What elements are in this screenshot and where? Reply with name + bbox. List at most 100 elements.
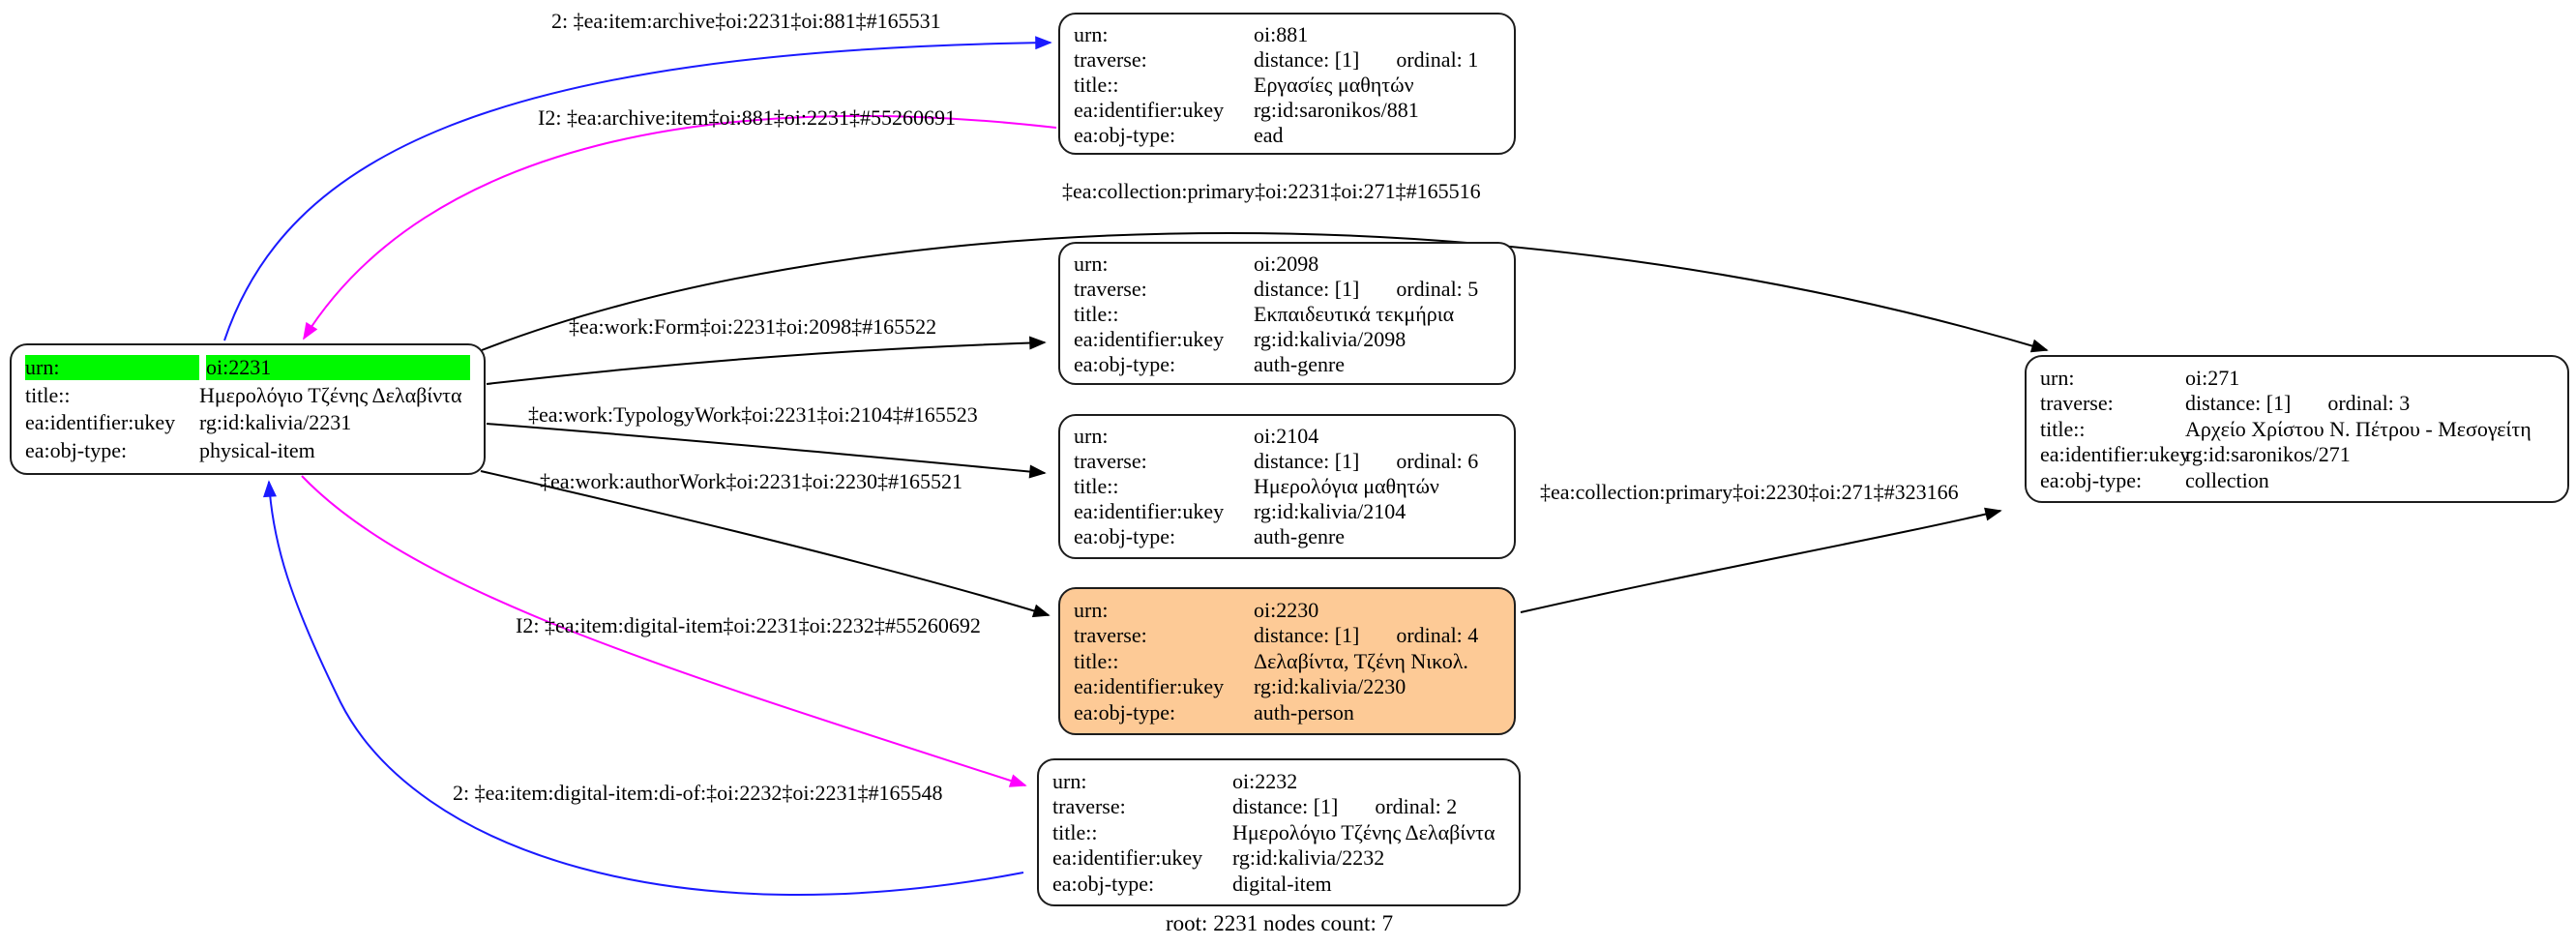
field-label-urn: urn: xyxy=(25,355,199,381)
traverse-distance: distance: [1] xyxy=(1254,449,1360,473)
field-label-title: title:: xyxy=(1074,474,1119,498)
field-label-traverse: traverse: xyxy=(1074,277,1147,301)
field-row-title: title:: Ημερολόγιο Τζένης Δελαβίντα xyxy=(25,383,470,408)
field-value-traverse: distance: [1]ordinal: 1 xyxy=(1254,47,1500,73)
edge-item-archive xyxy=(223,36,1052,341)
field-label-objtype: ea:obj-type: xyxy=(1052,871,1155,896)
field-value-traverse: distance: [1] ordinal: 4 xyxy=(1254,623,1500,648)
field-label-traverse: traverse: xyxy=(2040,391,2114,415)
field-row-traverse: traverse: distance: [1] ordinal: 4 xyxy=(1074,623,1500,648)
field-value-urn: oi:2230 xyxy=(1254,597,1319,622)
field-label-ukey: ea:identifier:ukey xyxy=(2040,442,2191,466)
field-value-title: Ημερολόγιο Τζένης Δελαβίντα xyxy=(199,382,462,407)
field-row-objtype: ea:obj-type: physical-item xyxy=(25,438,470,463)
field-label-objtype: ea:obj-type: xyxy=(2040,467,2143,492)
node-2230-box[interactable]: urn: oi:2230 traverse: distance: [1] ordi… xyxy=(1058,587,1516,735)
field-label-urn: urn: xyxy=(1074,597,1109,622)
field-value-objtype: ead xyxy=(1254,123,1284,147)
field-row-traverse: traverse: distance: [1]ordinal: 5 xyxy=(1074,277,1500,302)
traverse-distance: distance: [1] xyxy=(1232,794,1339,818)
field-value-urn: oi:271 xyxy=(2185,365,2240,390)
field-row-ukey: ea:identifier:ukey rg:id:saronikos/881 xyxy=(1074,98,1500,123)
field-label-objtype: ea:obj-type: xyxy=(1074,699,1176,725)
field-label-traverse: traverse: xyxy=(1052,794,1126,818)
field-label-title: title:: xyxy=(1074,302,1119,326)
edge-collection-primary-2230-271 xyxy=(1520,507,2002,613)
field-row-ukey: ea:identifier:ukey rg:id:saronikos/271 xyxy=(2040,442,2554,467)
field-row-objtype: ea:obj-type: auth-genre xyxy=(1074,352,1500,377)
node-2104-box[interactable]: urn: oi:2104 traverse: distance: [1]ordi… xyxy=(1058,414,1516,559)
field-row-title: title:: Δελαβίντα, Τζένη Νικολ. xyxy=(1074,649,1500,674)
field-row-traverse: traverse: distance: [1]ordinal: 2 xyxy=(1052,794,1505,819)
field-value-objtype: physical-item xyxy=(199,437,315,462)
field-row-title: title:: Ημερολόγιο Τζένης Δελαβίντα xyxy=(1052,820,1505,845)
field-row-ukey: ea:identifier:ukey rg:id:kalivia/2104 xyxy=(1074,499,1500,524)
field-label-urn: urn: xyxy=(2040,365,2075,390)
node-2232-box[interactable]: urn: oi:2232 traverse: distance: [1]ordi… xyxy=(1037,758,1521,906)
field-label-title: title:: xyxy=(25,382,71,407)
field-row-title: title:: Αρχείο Χρίστου Ν. Πέτρου - Μεσογ… xyxy=(2040,417,2554,442)
node-881-box[interactable]: urn: oi:881 traverse: distance: [1]ordin… xyxy=(1058,13,1516,155)
node-2231-box[interactable]: urn: oi:2231 title:: Ημερολόγιο Τζένης Δ… xyxy=(10,343,486,475)
field-value-traverse: distance: [1]ordinal: 6 xyxy=(1254,449,1500,474)
field-row-urn: urn: oi:271 xyxy=(2040,366,2554,391)
node-271-box[interactable]: urn: oi:271 traverse: distance: [1] ordin… xyxy=(2025,355,2569,503)
edge-digital-item-di-of xyxy=(262,480,1024,896)
field-row-traverse: traverse: distance: [1] ordinal: 3 xyxy=(2040,391,2554,416)
field-value-ukey: rg:id:kalivia/2230 xyxy=(1254,674,1406,698)
field-label-urn: urn: xyxy=(1074,424,1109,448)
field-value-urn: oi:2231 xyxy=(206,355,470,381)
field-row-objtype: ea:obj-type: auth-person xyxy=(1074,700,1500,725)
field-value-ukey: rg:id:saronikos/881 xyxy=(1254,98,1419,122)
edge-work-author xyxy=(480,470,1051,618)
traverse-ordinal: ordinal: 3 xyxy=(2327,391,2411,415)
field-row-urn: urn: oi:2104 xyxy=(1074,424,1500,449)
edge-label-work-form: ‡ea:work:Form‡oi:2231‡oi:2098‡#165522 xyxy=(569,314,937,339)
edge-label-digital-item-di-of: 2: ‡ea:item:digital-item:di-of:‡oi:2232‡… xyxy=(453,781,943,805)
field-value-ukey: rg:id:kalivia/2232 xyxy=(1232,845,1385,870)
field-label-title: title:: xyxy=(2040,416,2086,441)
traverse-distance: distance: [1] xyxy=(1254,623,1360,647)
field-label-traverse: traverse: xyxy=(1074,449,1147,473)
edge-label-archive-item: I2: ‡ea:archive:item‡oi:881‡oi:2231‡#552… xyxy=(538,105,956,130)
edge-label-collection-primary-2231-271: ‡ea:collection:primary‡oi:2231‡oi:271‡#1… xyxy=(1062,179,1481,203)
field-label-title: title:: xyxy=(1074,73,1119,97)
field-row-title: title:: Εκπαιδευτικά τεκμήρια xyxy=(1074,302,1500,327)
traverse-ordinal: ordinal: 5 xyxy=(1396,277,1479,301)
field-row-ukey: ea:identifier:ukey rg:id:kalivia/2231 xyxy=(25,410,470,435)
field-value-objtype: auth-genre xyxy=(1254,352,1346,376)
field-label-traverse: traverse: xyxy=(1074,47,1147,72)
field-value-title: Ημερολόγια μαθητών xyxy=(1254,474,1439,498)
field-value-objtype: collection xyxy=(2185,467,2269,492)
field-value-traverse: distance: [1]ordinal: 5 xyxy=(1254,277,1500,302)
traverse-ordinal: ordinal: 1 xyxy=(1396,47,1479,72)
field-value-title: Εργασίες μαθητών xyxy=(1254,73,1414,97)
field-row-urn: urn: oi:2231 xyxy=(25,355,470,381)
field-value-ukey: rg:id:kalivia/2098 xyxy=(1254,327,1406,351)
field-label-objtype: ea:obj-type: xyxy=(1074,123,1176,147)
field-label-objtype: ea:obj-type: xyxy=(1074,524,1176,548)
field-value-ukey: rg:id:kalivia/2231 xyxy=(199,410,352,435)
field-row-urn: urn: oi:881 xyxy=(1074,22,1500,47)
field-value-title: Δελαβίντα, Τζένη Νικολ. xyxy=(1254,648,1468,673)
field-row-title: title:: Ημερολόγια μαθητών xyxy=(1074,474,1500,499)
field-row-traverse: traverse: distance: [1]ordinal: 1 xyxy=(1074,47,1500,73)
field-label-urn: urn: xyxy=(1074,252,1109,276)
field-row-urn: urn: oi:2230 xyxy=(1074,598,1500,623)
field-row-urn: urn: oi:2098 xyxy=(1074,252,1500,277)
edge-label-item-archive: 2: ‡ea:item:archive‡oi:2231‡oi:881‡#1655… xyxy=(551,9,941,33)
field-value-urn: oi:2232 xyxy=(1232,768,1298,793)
edge-label-work-author: ‡ea:work:authorWork‡oi:2231‡oi:2230‡#165… xyxy=(540,469,962,493)
traverse-ordinal: ordinal: 4 xyxy=(1396,623,1479,647)
field-value-objtype: auth-genre xyxy=(1254,524,1346,548)
graph-root-caption: root: 2231 nodes count: 7 xyxy=(1166,911,1394,935)
edge-item-digital xyxy=(301,475,1027,787)
field-label-ukey: ea:identifier:ukey xyxy=(1074,499,1225,523)
edge-label-item-digital: I2: ‡ea:item:digital-item‡oi:2231‡oi:223… xyxy=(516,613,981,637)
field-value-urn: oi:881 xyxy=(1254,22,1309,46)
field-row-objtype: ea:obj-type: collection xyxy=(2040,468,2554,493)
field-label-traverse: traverse: xyxy=(1074,623,1147,647)
node-2098-box[interactable]: urn: oi:2098 traverse: distance: [1]ordi… xyxy=(1058,242,1516,385)
traverse-distance: distance: [1] xyxy=(2185,391,2292,415)
